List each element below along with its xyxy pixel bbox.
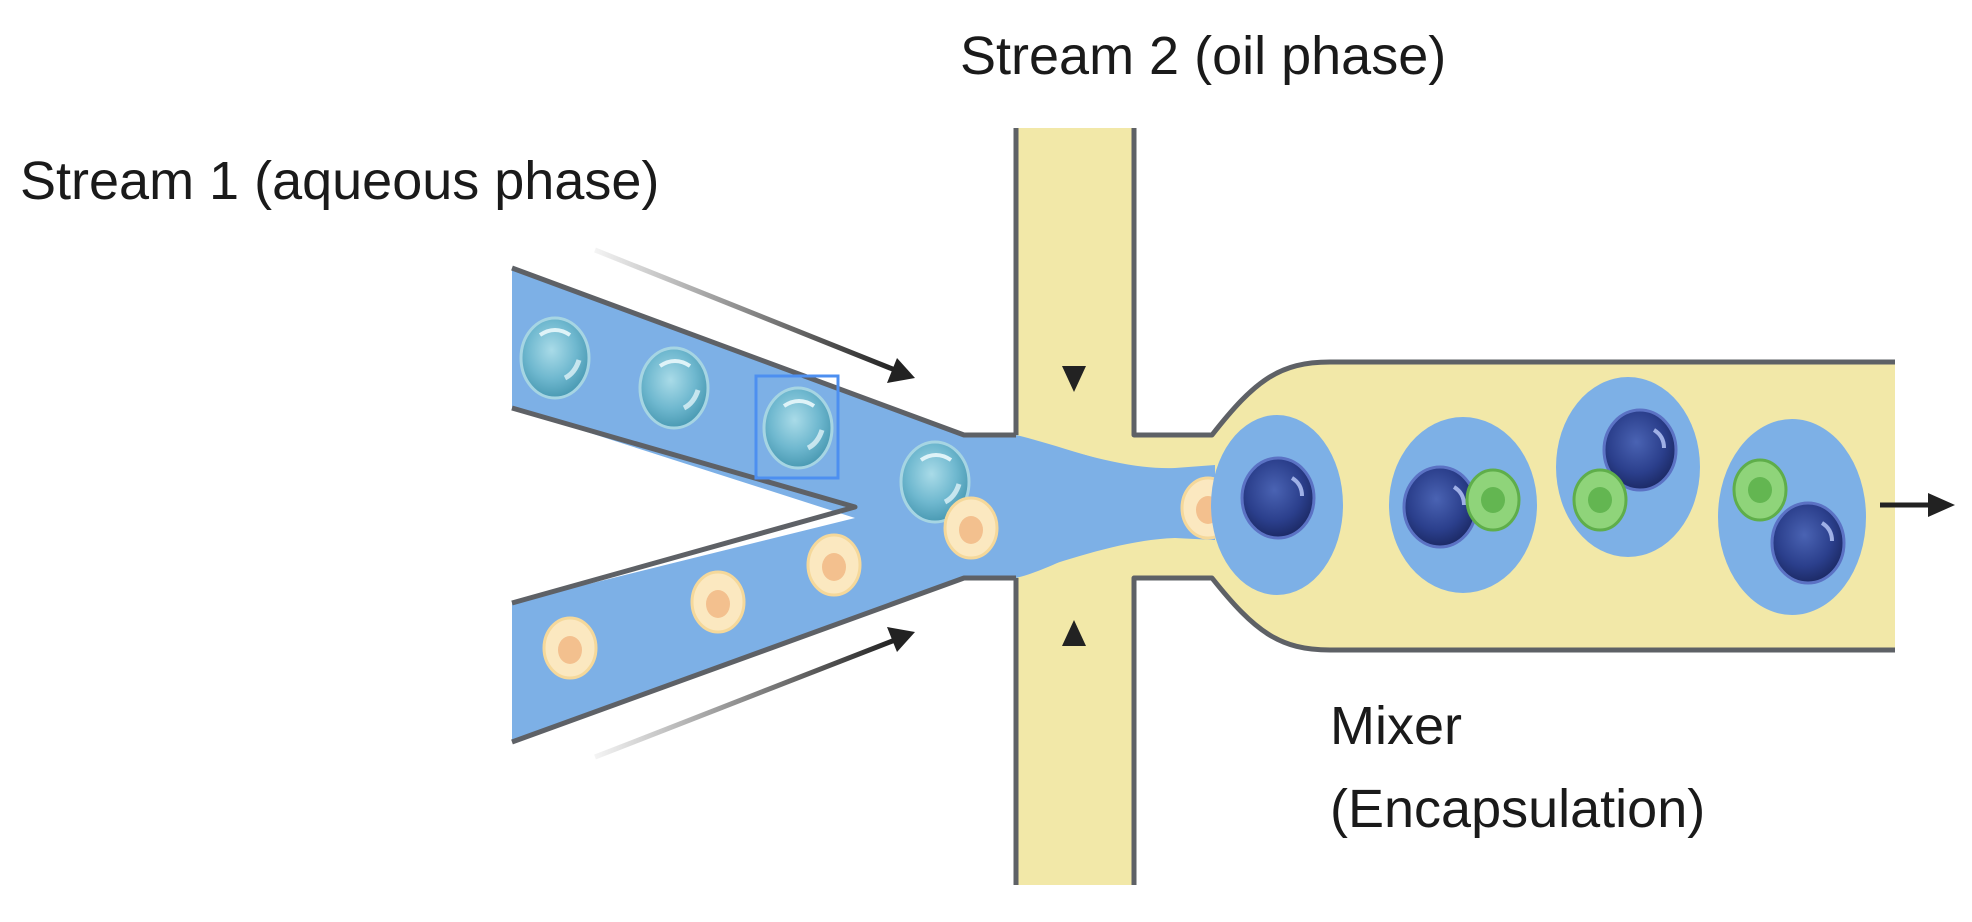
- bead-icon: [899, 440, 971, 524]
- output-arrow-icon: [1880, 493, 1955, 517]
- bead-icon: [638, 346, 710, 430]
- selection-box[interactable]: [754, 374, 840, 480]
- cell-icon: [1732, 458, 1788, 522]
- bead-icon: [1770, 501, 1846, 585]
- cell-icon: [542, 616, 598, 680]
- bead-icon: [1402, 465, 1478, 549]
- aqueous-neck: [1016, 438, 1215, 575]
- cell-icon: [943, 496, 999, 560]
- mixer-sublabel: (Encapsulation): [1330, 779, 1706, 839]
- droplet: [1556, 377, 1700, 557]
- stream2-arrow-down: [1062, 160, 1086, 392]
- bead-icon: [1602, 408, 1678, 492]
- droplet: [1389, 417, 1537, 593]
- droplet: [1211, 415, 1343, 595]
- bead-icon: [519, 316, 591, 400]
- bead-icon: [1240, 456, 1316, 540]
- stream2-label: Stream 2 (oil phase): [960, 26, 1447, 86]
- channel-walls: [511, 128, 1895, 885]
- stream2-arrow-up: [1062, 620, 1086, 870]
- stream1-arrow-top: [594, 247, 915, 383]
- droplet: [1718, 419, 1866, 615]
- bead-icon: [762, 386, 834, 470]
- stream1-arrow-bottom: [594, 627, 915, 760]
- cell-icon: [1465, 468, 1521, 532]
- mixer-label: Mixer: [1330, 696, 1462, 756]
- stream1-label: Stream 1 (aqueous phase): [20, 151, 660, 211]
- cell-icon: [1572, 468, 1628, 532]
- cell-icon: [806, 533, 862, 597]
- cell-icon: [690, 570, 746, 634]
